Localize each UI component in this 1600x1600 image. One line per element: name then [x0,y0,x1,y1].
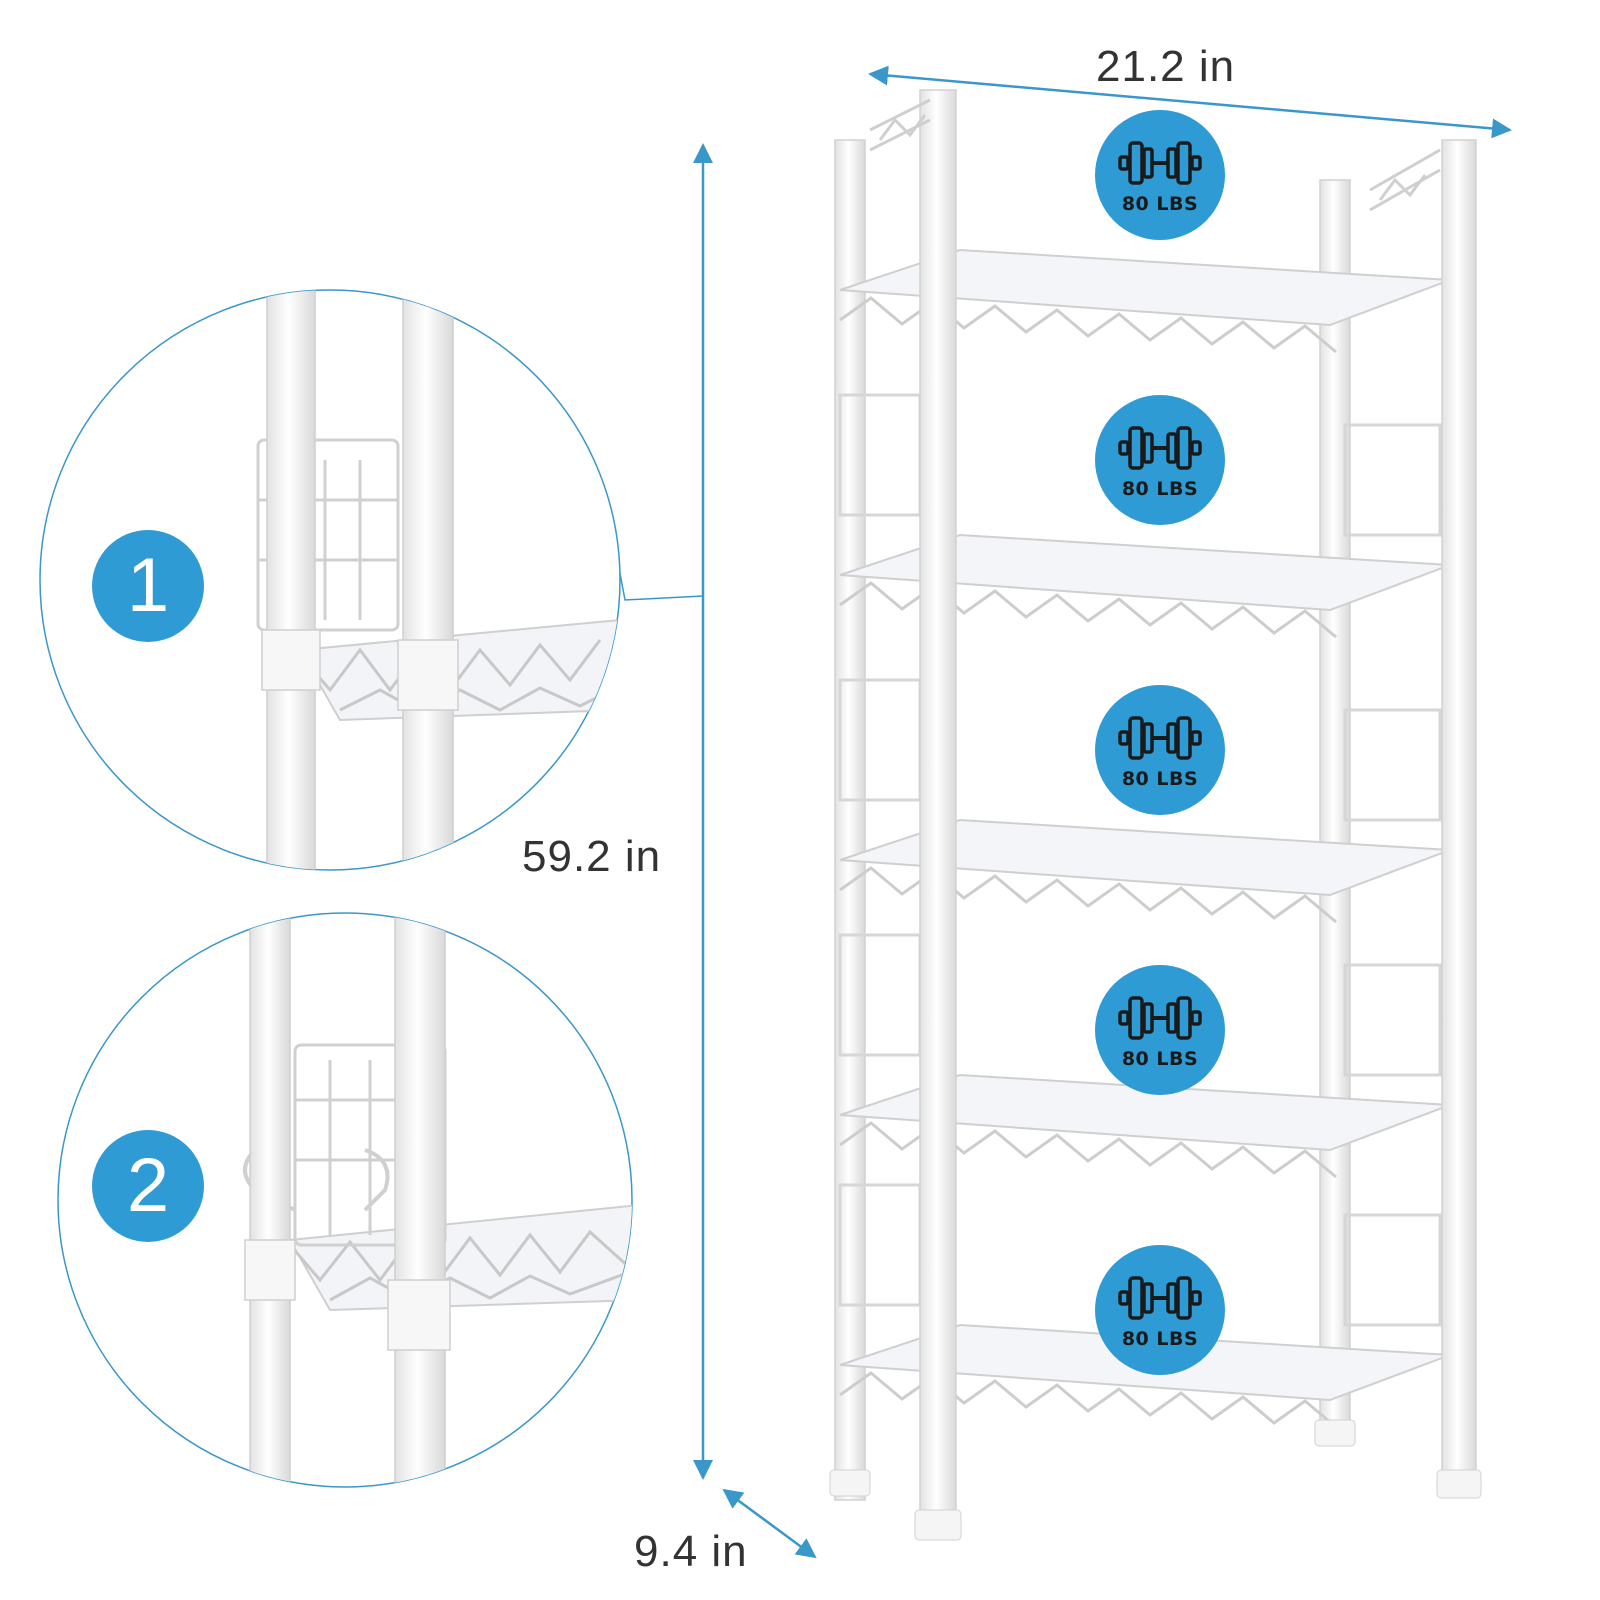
width-label: 21.2 in [1096,42,1236,91]
callout-number-2: 2 [92,1130,204,1242]
weight-capacity-badge: 80 LBS [1095,685,1225,815]
dumbbell-icon [1118,1276,1202,1320]
depth-label: 9.4 in [634,1527,748,1576]
dumbbell-icon [1118,426,1202,470]
detail-view-2 [57,912,633,1488]
weight-capacity-label: 80 LBS [1121,768,1199,790]
dumbbell-icon [1118,141,1202,185]
weight-capacity-label: 80 LBS [1121,1048,1199,1070]
width-dimension-line [868,65,1512,139]
depth-dimension-line [722,1488,817,1559]
weight-capacity-label: 80 LBS [1121,1328,1199,1350]
weight-capacity-label: 80 LBS [1121,193,1199,215]
weight-capacity-badge: 80 LBS [1095,965,1225,1095]
weight-capacity-badge: 80 LBS [1095,110,1225,240]
weight-capacity-badge: 80 LBS [1095,1245,1225,1375]
weight-capacity-label: 80 LBS [1121,478,1199,500]
dumbbell-icon [1118,996,1202,1040]
height-label: 59.2 in [522,832,662,881]
dumbbell-icon [1118,716,1202,760]
callout-number-1: 1 [92,530,204,642]
detail-view-1 [39,289,621,871]
weight-capacity-badge: 80 LBS [1095,395,1225,525]
callout-1-pointer [617,562,704,601]
